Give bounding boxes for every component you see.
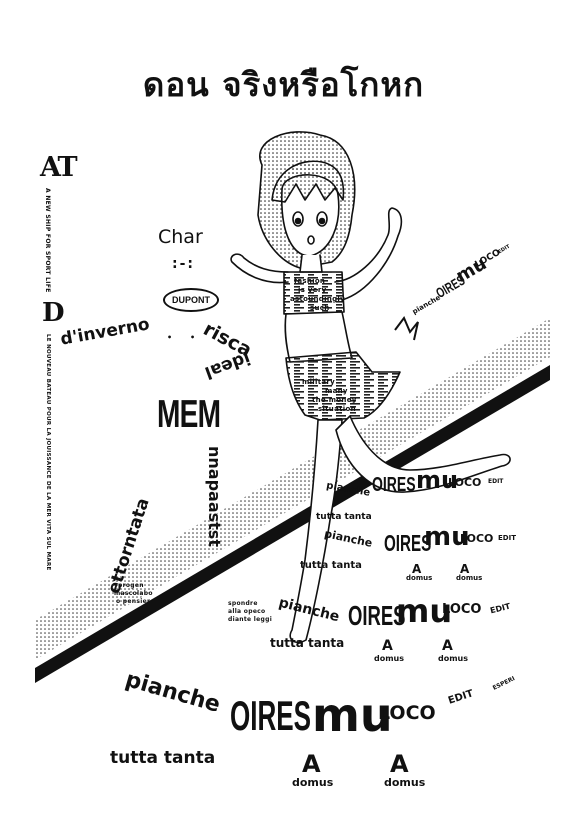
face-glyph: :-:: [172, 256, 196, 272]
cloth-text-5: military: [302, 378, 335, 386]
long-vertical-line: LE NOUVEAU BATEAU POUR LA JOUISSANCE DE …: [45, 334, 51, 571]
dupont-logo: DUPONT: [163, 288, 219, 312]
text-wave-2: pianche OIRES mu LOCO EDIT tutta tanta: [316, 466, 504, 522]
cloth-text-8: situation: [318, 405, 356, 413]
d-letter: D: [42, 298, 65, 328]
black-stripe: [35, 365, 550, 683]
small-right-3: diante leggi: [228, 616, 273, 623]
cloth-text-6: many: [325, 387, 348, 395]
girl-figure: [230, 131, 511, 644]
small-right-1: spondre: [228, 600, 258, 607]
cloth-text-2: is very: [298, 286, 327, 294]
char-word: Char: [158, 226, 203, 248]
at-tagline: A NEW SHIP FOR SPORT LIFE: [44, 188, 51, 293]
small-right-2: alla opeco: [228, 608, 266, 615]
cloth-text-4: such: [310, 304, 330, 312]
dot-1: •: [167, 333, 173, 342]
at-letters: AT: [40, 152, 78, 183]
mem-word: MEM: [157, 393, 221, 436]
dotted-band: [35, 318, 550, 660]
dot-2: •: [190, 333, 196, 342]
text-wave-4: pianche OIRES mu LOCO EDIT tutta tanta A…: [270, 592, 512, 663]
skirt-spikes: [394, 316, 419, 341]
small-left-3: o pensiero: [116, 598, 155, 605]
text-wave-5: pianche OIRES mu LOCO EDIT ESPERI tutta …: [110, 667, 517, 789]
text-wave-3: pianche OIRES mu LOCO EDIT tutta tanta A…: [300, 522, 516, 582]
page-title: ดอน จริงหรือโกหก: [142, 65, 425, 104]
cloth-text-7: the money: [312, 396, 357, 404]
cloth-text-1: fashion: [294, 277, 326, 285]
cloth-text-3: astoundingly: [290, 295, 345, 303]
